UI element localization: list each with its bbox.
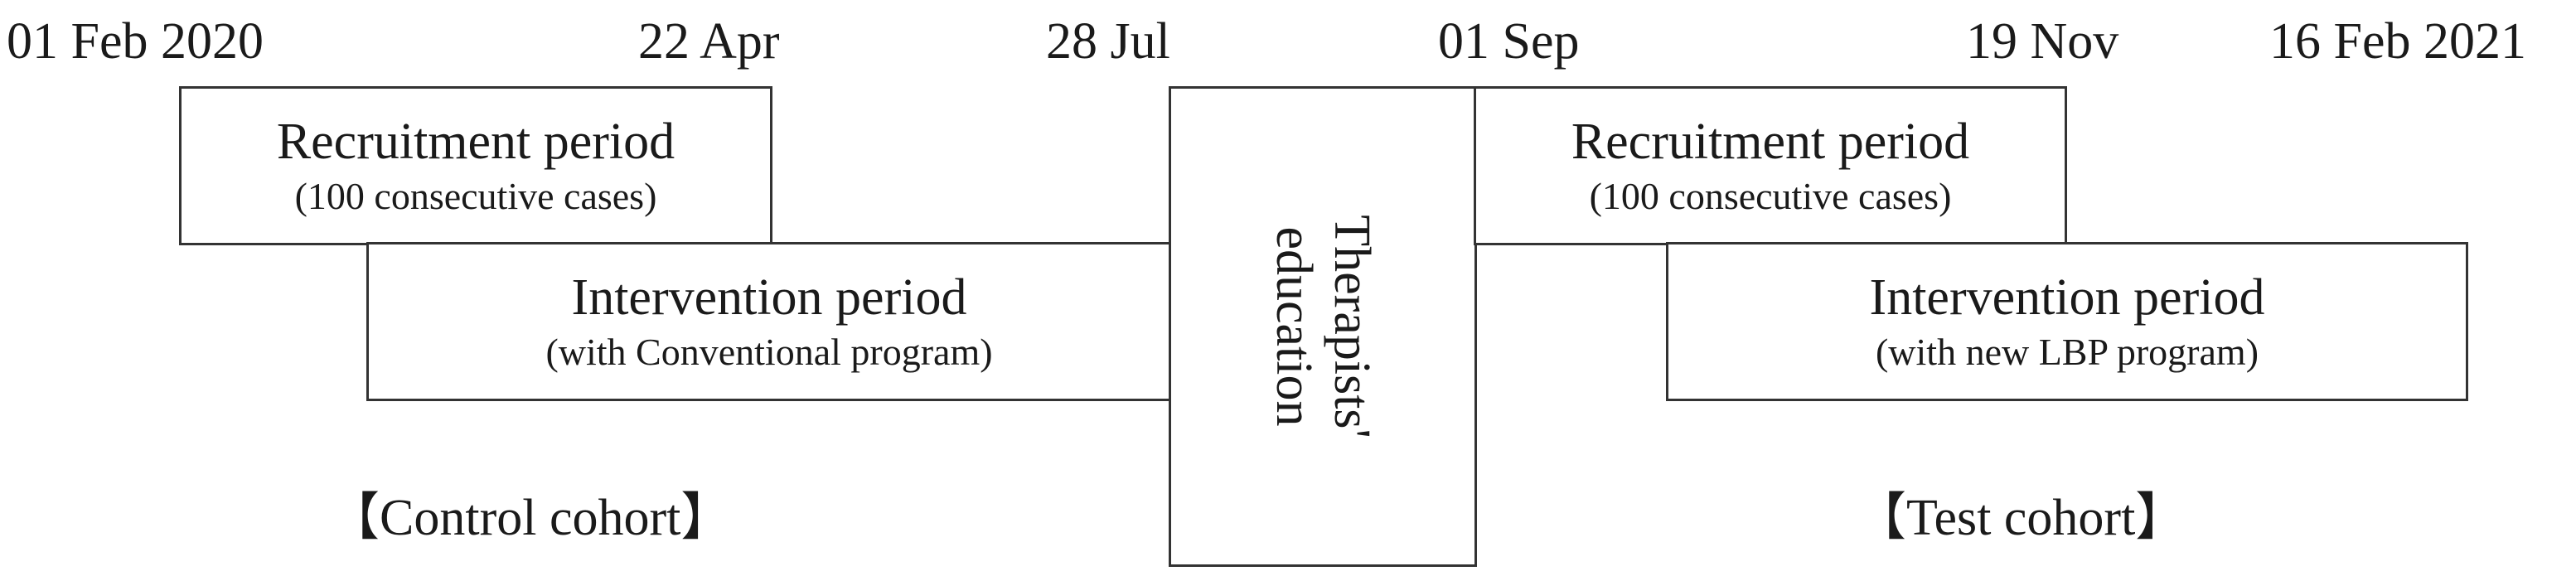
test-intervention-title: Intervention period (1869, 269, 2265, 326)
test-recruitment-subtitle: (100 consecutive cases) (1589, 175, 1952, 217)
date-label-28-jul: 28 Jul (1046, 13, 1170, 70)
date-label-end: 16 Feb 2021 (2269, 13, 2526, 70)
control-cohort-label: 【Control cohort】 (328, 490, 733, 546)
date-label-01-sep: 01 Sep (1438, 13, 1580, 70)
control-recruitment-subtitle: (100 consecutive cases) (294, 175, 657, 217)
test-recruitment-box: Recruitment period (100 consecutive case… (1474, 86, 2067, 245)
test-intervention-box: Intervention period (with new LBP progra… (1666, 242, 2468, 401)
control-intervention-box: Intervention period (with Conventional p… (366, 242, 1172, 401)
control-recruitment-box: Recruitment period (100 consecutive case… (179, 86, 772, 245)
therapists-education-line2: education (1266, 226, 1322, 427)
test-recruitment-title: Recruitment period (1571, 114, 1970, 170)
control-intervention-subtitle: (with Conventional program) (545, 331, 993, 373)
date-label-22-apr: 22 Apr (638, 13, 780, 70)
control-intervention-title: Intervention period (571, 269, 967, 326)
therapists-education-line1: Therapists' (1324, 215, 1380, 438)
control-recruitment-title: Recruitment period (276, 114, 675, 170)
therapists-education-box: Therapists' education (1169, 86, 1477, 567)
date-label-start: 01 Feb 2020 (7, 13, 264, 70)
therapists-education-label: Therapists' education (1265, 215, 1381, 438)
test-cohort-label: 【Test cohort】 (1855, 490, 2187, 546)
test-intervention-subtitle: (with new LBP program) (1875, 331, 2259, 373)
date-label-19-nov: 19 Nov (1966, 13, 2119, 70)
